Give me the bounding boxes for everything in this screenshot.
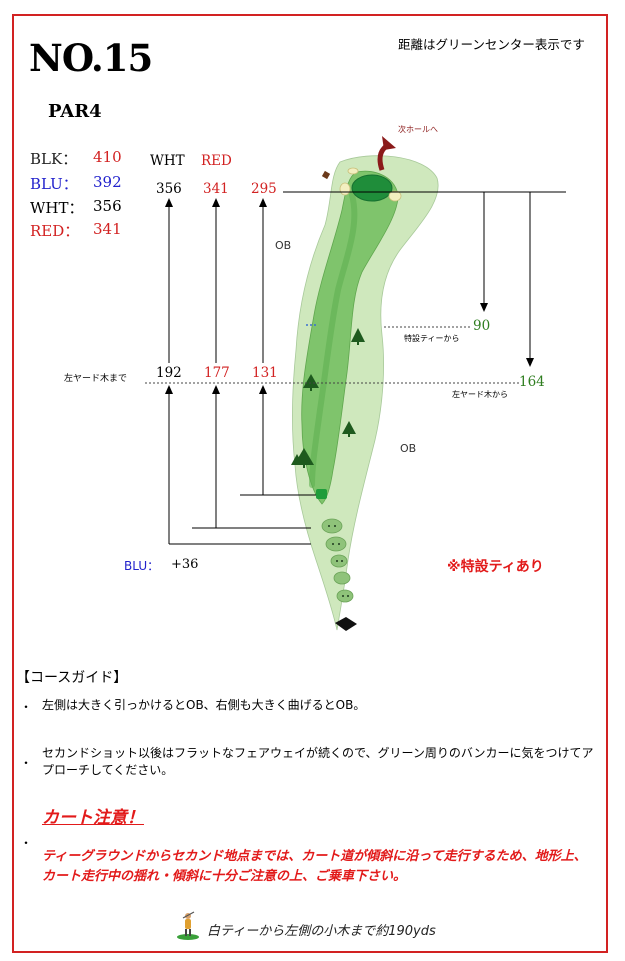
left-tree-distance: 164: [519, 374, 545, 390]
hole-number: NO.15: [29, 36, 153, 80]
special-tee-from-label: 特設ティーから: [404, 334, 460, 343]
page-frame: [12, 14, 608, 953]
guide-item-1: 左側は大きく引っかけるとOB、右側も大きく曲げるとOB。: [42, 698, 366, 712]
dist-mid-front: 131: [252, 365, 278, 381]
bunker-right: [388, 190, 402, 202]
dist-top-front: 295: [251, 181, 277, 197]
guide-bullet: ・: [20, 836, 33, 850]
guide-item-2: セカンドショット以後はフラットなフェアウェイが続くので、グリーン周りのバンカーに…: [42, 746, 594, 777]
tee-boxes: [321, 518, 354, 603]
dist-mid-red: 177: [204, 365, 230, 381]
fairway: [301, 170, 399, 505]
par-label: PAR4: [48, 101, 102, 122]
ob-right-label: OB: [400, 442, 417, 455]
footer-note: 白ティーから左側の小木まで約190yds: [207, 924, 436, 939]
cart-warning-title: カート注意！: [42, 808, 144, 828]
guide-title: 【コースガイド】: [16, 670, 128, 686]
marker-post: [321, 170, 331, 180]
tee-wht-label: WHT：: [30, 199, 84, 217]
ob-left-label: OB: [275, 239, 292, 252]
dist-top-red: 341: [203, 181, 229, 197]
bunker-left: [339, 182, 351, 196]
blu-label: BLU：: [124, 559, 160, 573]
guide-bullet: ・: [20, 700, 33, 714]
left-tree-from-label: 左ヤード木から: [452, 390, 508, 399]
col-red-label: RED: [201, 153, 232, 169]
distance-note: 距離はグリーンセンター表示です: [398, 37, 585, 52]
fairway-stripe: [309, 192, 358, 488]
special-tee-box: [316, 489, 327, 499]
tee-red-value: 341: [93, 220, 122, 238]
dist-top-wht: 356: [156, 181, 182, 197]
next-hole-label: 次ホールへ: [398, 125, 438, 134]
tee-blu-value: 392: [93, 173, 122, 191]
tee-blu-label: BLU：: [30, 175, 78, 193]
guide-bullet: ・: [20, 756, 33, 770]
tree-icons: [291, 328, 365, 468]
col-wht-label: WHT: [150, 153, 185, 169]
distance-arrows: [168, 192, 531, 545]
tee-marker: [335, 617, 357, 631]
tee-blk-value: 410: [93, 148, 122, 166]
cart-warning-text: ティーグラウンドからセカンド地点までは、カート道が傾斜に沿って走行するため、地形…: [42, 849, 587, 884]
dist-mid-wht: 192: [156, 365, 182, 381]
bunker-top: [347, 167, 359, 175]
tee-wht-value: 356: [93, 197, 122, 215]
special-tee-distance: 90: [473, 318, 491, 334]
green: [351, 174, 393, 202]
tee-blk-label: BLK：: [30, 150, 78, 168]
blu-value: +36: [171, 557, 199, 572]
special-tee-note: ※特設ティあり: [447, 559, 544, 575]
tee-red-label: RED：: [30, 222, 80, 240]
left-tree-label: 左ヤード木まで: [64, 374, 128, 384]
next-hole-arrow-head: [382, 136, 396, 150]
